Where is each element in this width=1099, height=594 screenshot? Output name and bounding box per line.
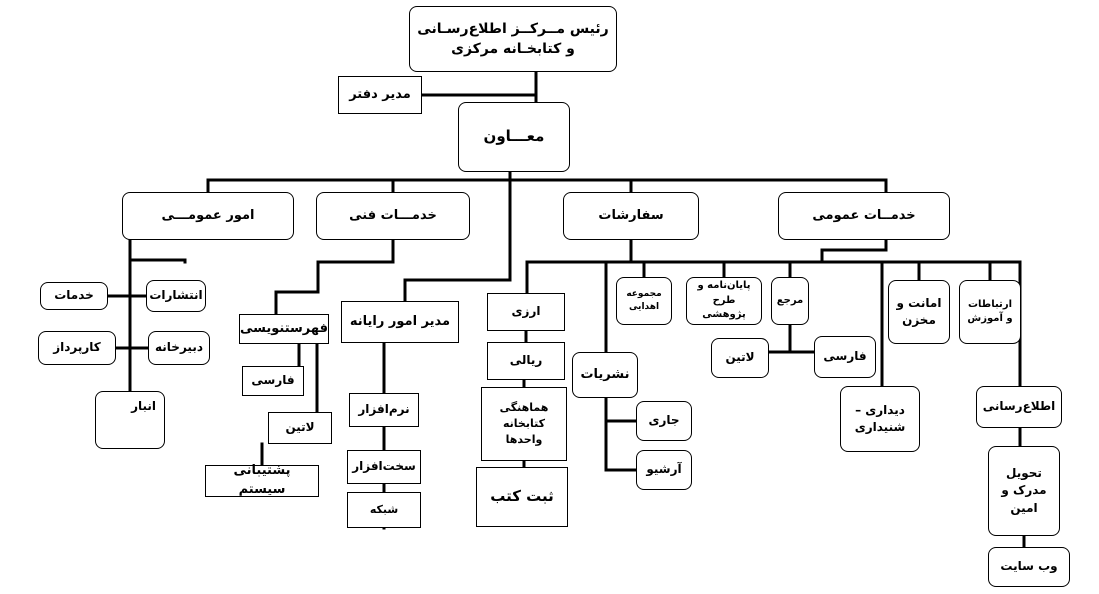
node-system-support: پشتیبانی سیستم bbox=[205, 463, 319, 497]
node-rial: ریالی bbox=[487, 342, 565, 380]
node-ref-persian: فارسی bbox=[814, 336, 876, 378]
node-information-dissemination: اطلاع‌رسانی bbox=[976, 386, 1062, 428]
node-cat-latin: لاتین bbox=[268, 412, 332, 444]
node-procurement: کارپرداز bbox=[38, 331, 116, 365]
node-head: رئیس مــرکــز اطلاع‌رسـانی و کتابخـانه م… bbox=[409, 6, 617, 72]
node-foreign-currency: ارزی bbox=[487, 293, 565, 331]
node-ref-latin: لاتین bbox=[711, 338, 769, 378]
node-thesis-research: پایان‌نامه و طرح پژوهشی bbox=[686, 277, 762, 325]
node-public-services: خدمــات عمومی bbox=[778, 192, 950, 240]
node-secretariat: دبیرخانه bbox=[148, 331, 210, 365]
node-reference: مرجع bbox=[771, 277, 809, 325]
node-orders: سفارشات bbox=[563, 192, 699, 240]
node-coordination: هماهنگی کتابخانه واحدها bbox=[481, 387, 567, 461]
node-software: نرم‌افزار bbox=[349, 393, 419, 427]
node-deputy: معـــاون bbox=[458, 102, 570, 172]
node-hardware: سخت‌افزار bbox=[347, 450, 421, 484]
node-communications-training: ارتباطات و آموزش bbox=[959, 280, 1021, 344]
node-book-registration: ثبت کتب bbox=[476, 467, 568, 527]
node-literary-collection: مجموعه اهدایی bbox=[616, 277, 672, 325]
connector-lines bbox=[106, 70, 1026, 549]
node-computer-manager: مدیر امور رایانه bbox=[341, 301, 459, 343]
node-general-affairs: امور عمومـــی bbox=[122, 192, 294, 240]
node-office-manager: مدیر دفتر bbox=[338, 76, 422, 114]
node-archive: آرشیو bbox=[636, 450, 692, 490]
node-warehouse: انبار bbox=[95, 391, 165, 449]
node-document-delivery: تحویل مدرک و امین bbox=[988, 446, 1060, 536]
node-website: وب سایت bbox=[988, 547, 1070, 587]
node-loan-storage: امانت و مخزن bbox=[888, 280, 950, 344]
node-network: شبکه bbox=[347, 492, 421, 528]
node-services: خدمات bbox=[40, 282, 108, 310]
node-cataloging: فهرستنویسی bbox=[239, 314, 329, 344]
node-technical-services: خدمـــات فنی bbox=[316, 192, 470, 240]
node-publications-office: انتشارات bbox=[146, 280, 206, 312]
node-cat-persian: فارسی bbox=[242, 366, 304, 396]
node-audiovisual: دیداری – شنیداری bbox=[840, 386, 920, 452]
node-current: جاری bbox=[636, 401, 692, 441]
node-serials: نشریات bbox=[572, 352, 638, 398]
